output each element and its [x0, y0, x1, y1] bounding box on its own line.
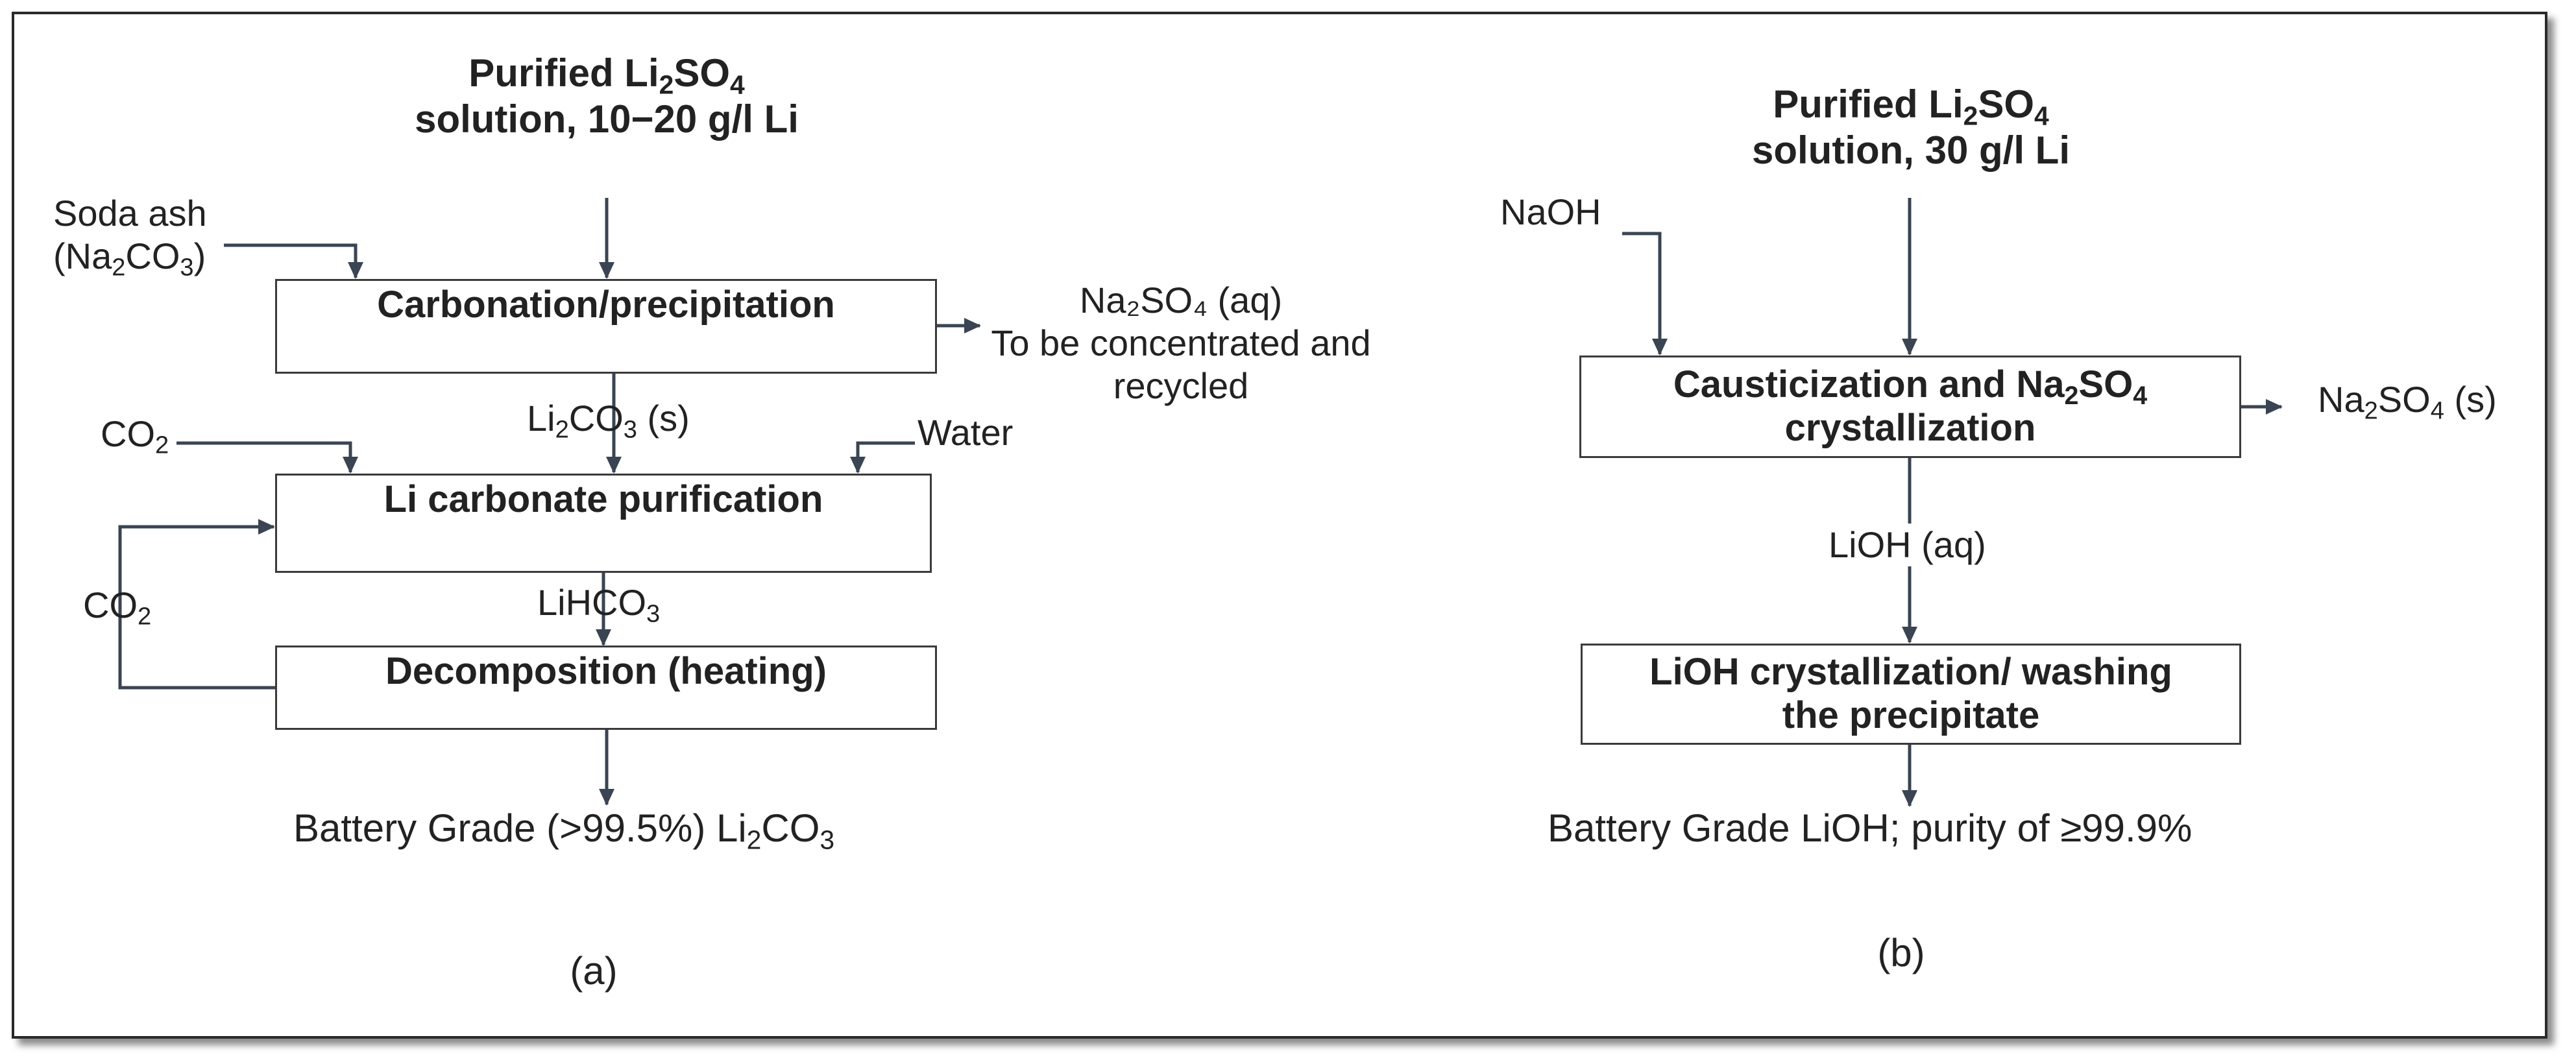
causticization-sub2: 4 — [2133, 381, 2148, 411]
product-a-a: Battery Grade (>99.5%) Li — [293, 806, 747, 850]
caption-b: (b) — [1877, 931, 1925, 974]
feed-a-line1: Purified Li — [468, 51, 659, 95]
soda-ash-label: Soda ash (Na2CO3) — [53, 192, 207, 280]
product-a-sub1: 2 — [746, 825, 762, 855]
causticization-sub1: 2 — [2064, 381, 2079, 411]
co2-input-sub: 2 — [155, 431, 169, 459]
co2-loop-a: CO — [83, 585, 138, 625]
soda-ash-sub1: 2 — [112, 254, 126, 282]
feed-a-sub1: 2 — [659, 69, 674, 100]
na2so4-aq-label: Na₂SO₄ (aq) To be concentrated and recyc… — [973, 279, 1389, 407]
na2so4s-a: Na — [2318, 379, 2364, 420]
arrow-soda-ash — [224, 243, 363, 279]
lioh-box-line1: LiOH crystallization/ washing — [1649, 651, 2172, 694]
na2so4-aq-line2: To be concentrated and — [991, 322, 1371, 364]
feed-label-b: Purified Li2SO4 solution, 30 g/l Li — [1700, 82, 2122, 174]
li2co3-c: (s) — [637, 398, 690, 439]
soda-ash-sub2: 3 — [180, 254, 194, 282]
feed-a-mid: SO — [674, 51, 731, 95]
arrow-water — [850, 441, 915, 474]
lihco3-a: LiHCO — [537, 582, 647, 623]
lioh-crystallization-box-label: LiOH crystallization/ washing the precip… — [1649, 651, 2172, 737]
co2-input-label: CO2 — [101, 413, 169, 458]
causticization-a: Causticization and Na — [1673, 363, 2065, 406]
feed-a-line2: solution, 10−20 g/l Li — [415, 97, 799, 141]
soda-ash-mid: CO — [125, 235, 180, 277]
arrow-co2-left — [176, 441, 358, 474]
decomposition-box-label: Decomposition (heating) — [385, 650, 827, 692]
feed-a-sub2: 4 — [730, 69, 745, 100]
carbonation-box: Carbonation/precipitation — [275, 279, 937, 374]
lioh-crystallization-box: LiOH crystallization/ washing the precip… — [1581, 644, 2241, 745]
causticization-box-label: Causticization and Na2SO4 crystallizatio… — [1673, 363, 2147, 450]
causticization-box: Causticization and Na2SO4 crystallizatio… — [1579, 356, 2241, 458]
soda-ash-close: ) — [193, 235, 206, 277]
caption-a: (a) — [570, 949, 618, 993]
lihco3-label: LiHCO3 — [537, 581, 660, 627]
li2co3-b: CO — [568, 398, 624, 439]
causticization-line2: crystallization — [1784, 407, 2036, 449]
li2co3-sub2: 3 — [623, 416, 637, 444]
soda-ash-open: (Na — [53, 235, 112, 277]
li2co3-s-label: Li2CO3 (s) — [527, 397, 690, 442]
water-label: Water — [917, 412, 1014, 453]
arrow-co2-loop — [118, 519, 275, 690]
na2so4s-b: SO — [2377, 379, 2431, 420]
purification-box-label: Li carbonate purification — [383, 478, 823, 520]
li2co3-sub1: 2 — [555, 416, 569, 444]
feed-b-line2: solution, 30 g/l Li — [1751, 128, 2071, 172]
feed-b-sub1: 2 — [1963, 101, 1978, 131]
feed-label-a: Purified Li2SO4 solution, 10−20 g/l Li — [396, 51, 818, 143]
causticization-b: SO — [2078, 363, 2133, 406]
co2-loop-label: CO2 — [83, 584, 151, 629]
na2so4s-sub1: 2 — [2364, 397, 2378, 425]
naoh-label: NaOH — [1500, 191, 1601, 232]
purification-box: Li carbonate purification — [275, 474, 932, 573]
li2co3-a: Li — [527, 398, 555, 439]
product-a-label: Battery Grade (>99.5%) Li2CO3 — [293, 806, 835, 855]
lihco3-sub: 3 — [646, 600, 661, 628]
soda-ash-line1: Soda ash — [53, 193, 207, 234]
feed-b-mid: SO — [1978, 82, 2035, 126]
na2so4-aq-line3: recycled — [1113, 365, 1249, 407]
decomposition-box: Decomposition (heating) — [275, 646, 937, 730]
na2so4s-sub2: 4 — [2430, 397, 2444, 425]
co2-loop-sub: 2 — [138, 603, 152, 631]
product-b-label: Battery Grade LiOH; purity of ≥99.9% — [1548, 806, 2193, 850]
na2so4-aq-line1: Na₂SO₄ (aq) — [1079, 280, 1283, 320]
arrow-naoh — [1622, 232, 1668, 356]
na2so4s-c: (s) — [2444, 379, 2497, 420]
product-a-b: CO — [761, 806, 820, 850]
na2so4-s-label: Na2SO4 (s) — [2318, 378, 2497, 424]
carbonation-box-label: Carbonation/precipitation — [377, 284, 835, 326]
product-a-sub2: 3 — [820, 825, 835, 855]
co2-input-a: CO — [101, 413, 155, 454]
lioh-box-line2: the precipitate — [1782, 694, 2040, 736]
feed-b-line1: Purified Li — [1773, 82, 1963, 126]
feed-b-sub2: 4 — [2034, 101, 2049, 131]
lioh-aq-label: LiOH (aq) — [1829, 524, 1986, 567]
